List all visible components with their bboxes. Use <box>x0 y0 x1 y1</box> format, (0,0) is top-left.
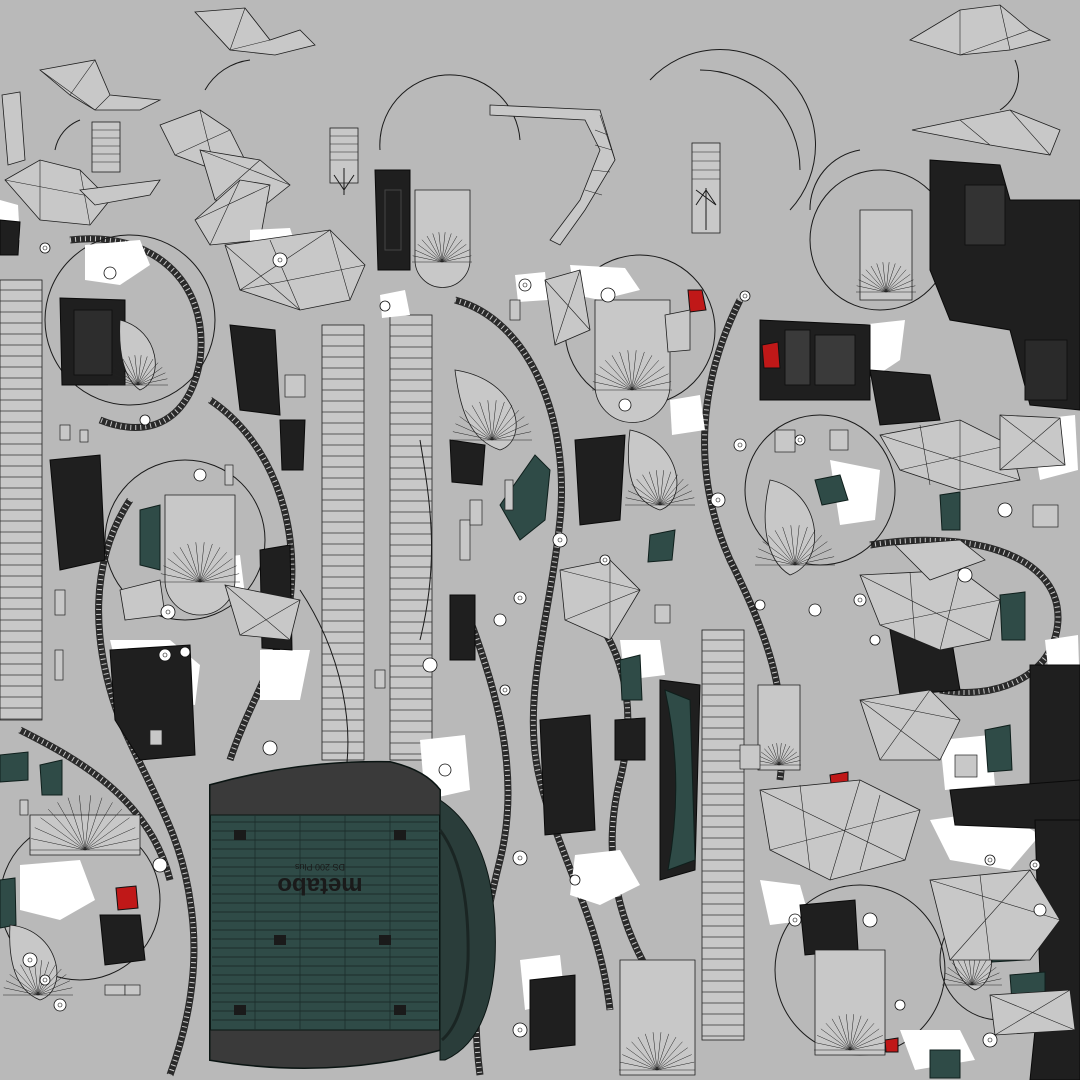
green-islands <box>0 454 1046 1079</box>
radial-mesh-islands <box>3 189 1002 1076</box>
dark-islands <box>0 159 1080 1080</box>
red-markers <box>115 289 899 1053</box>
battery-model-label: DS 200 Plus <box>294 862 345 872</box>
battery-brand-logo: metabo <box>277 872 362 899</box>
small-detail-items <box>19 242 1059 1048</box>
battery-pack-island: metabo DS 200 Plus <box>209 760 496 1069</box>
top-wireframe-islands <box>1 4 1061 246</box>
